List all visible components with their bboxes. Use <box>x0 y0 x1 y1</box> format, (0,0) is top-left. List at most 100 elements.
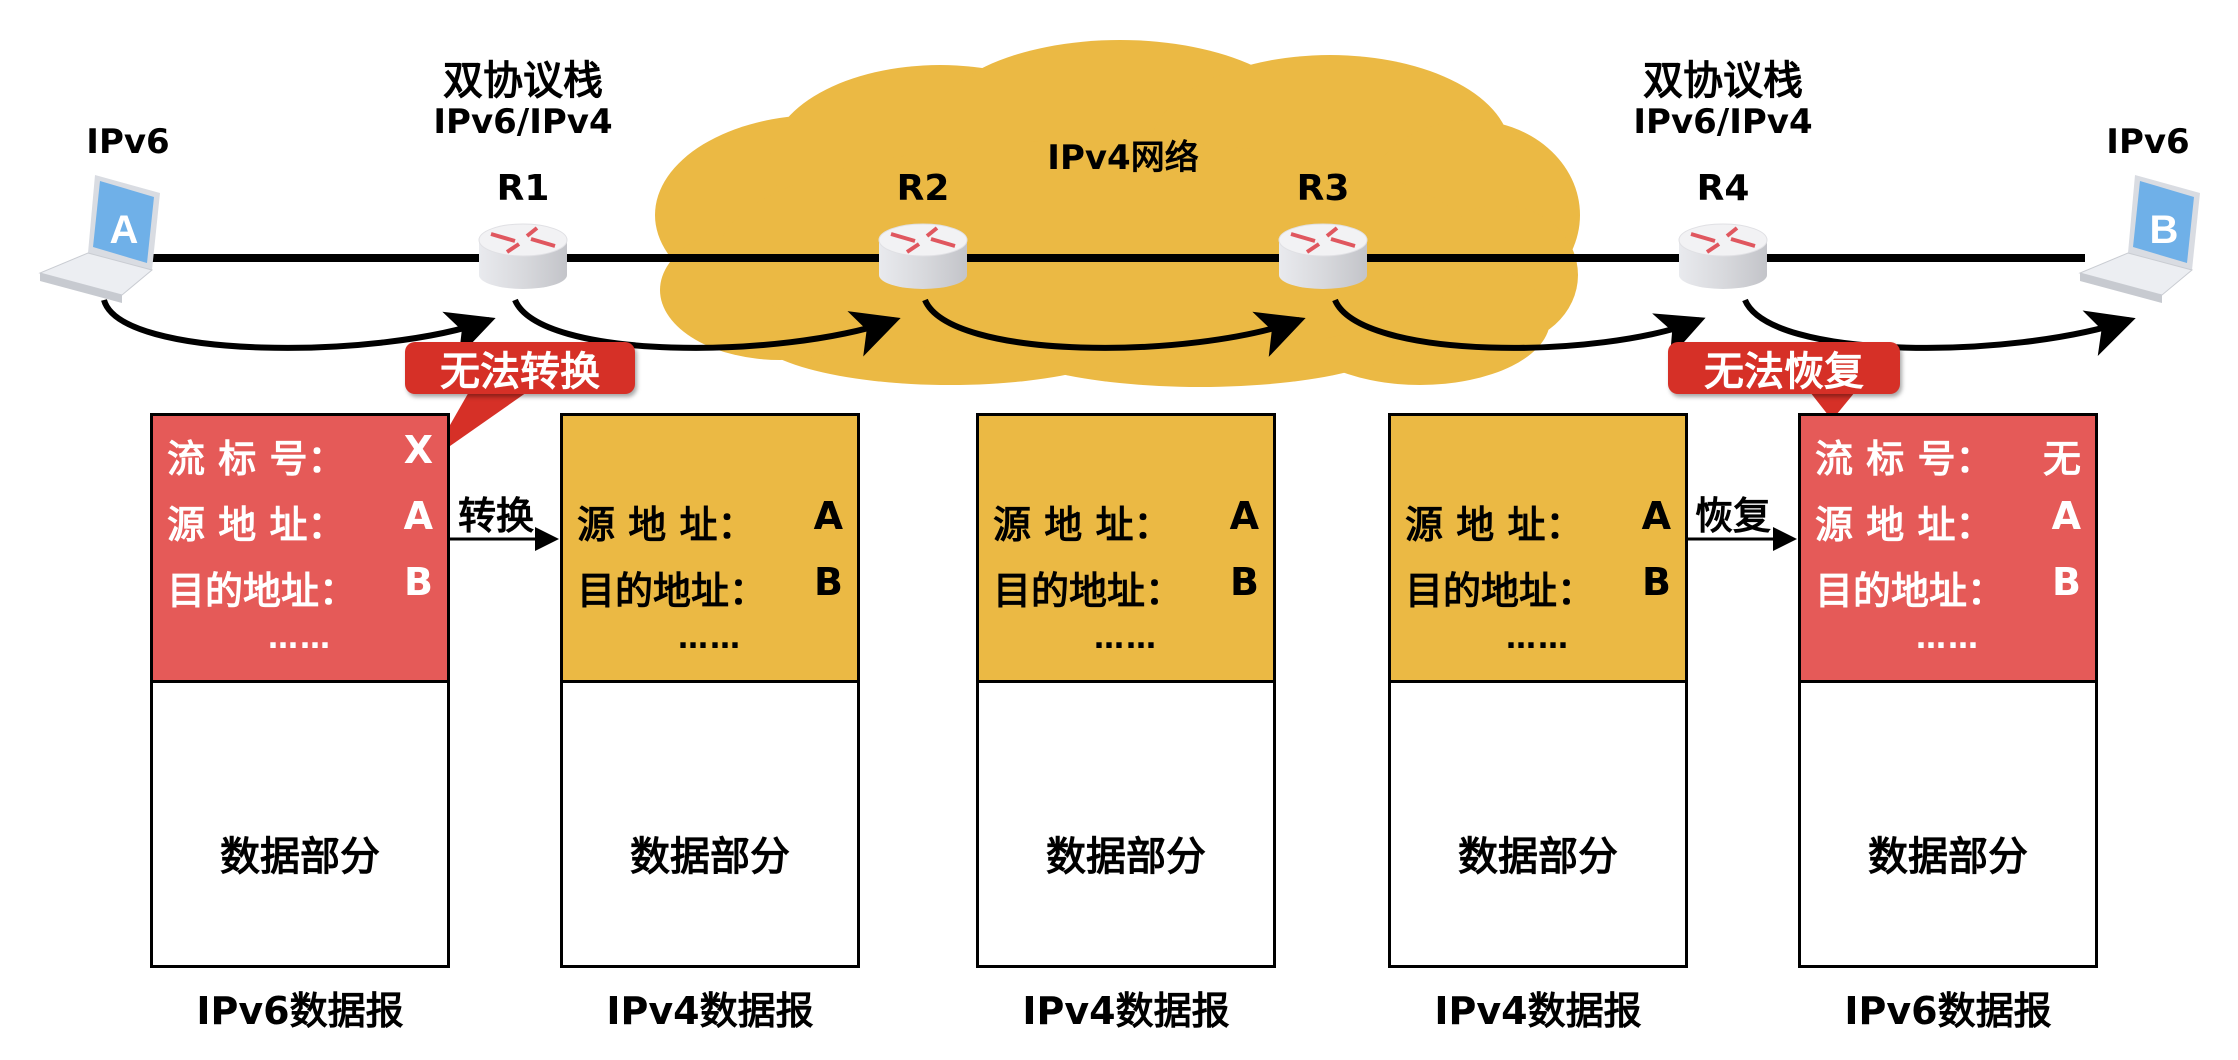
router-label-r1: R1 <box>496 168 550 209</box>
callout-tail-restore <box>1810 392 1855 420</box>
ipv4-network-cloud <box>655 40 1580 387</box>
field-value: A <box>1229 494 1259 538</box>
router-arrow-glyph <box>1725 226 1739 238</box>
host-a-protocol-label: IPv6 <box>86 122 170 162</box>
ipv4-header: 源 地 址：A 目的地址： B …… <box>1391 416 1685 683</box>
host-name: B <box>2150 208 2179 252</box>
router-arrow-glyph <box>1325 226 1339 238</box>
field-value: A <box>813 494 843 538</box>
data-part-label: 数据部分 <box>1458 834 1618 880</box>
router-arrow-glyph <box>1730 237 1756 248</box>
router-arrow-glyph <box>1290 232 1316 243</box>
header-field: 源 地 址：A <box>1405 494 1671 549</box>
hop-arrows <box>101 298 2136 358</box>
field-key: 源 地 址： <box>1815 503 1994 547</box>
router-label-r4: R4 <box>1696 168 1750 209</box>
field-value: B <box>1230 560 1259 604</box>
field-key: 目的地址： <box>167 569 358 613</box>
router-arrow-glyph <box>1330 237 1356 248</box>
ipv4-header: 源 地 址： A 目的地址： B …… <box>563 416 857 683</box>
convert-label: 转换 <box>458 494 535 538</box>
header-field: 目的地址： B <box>167 560 433 615</box>
ellipsis: …… <box>1506 621 1570 656</box>
field-key: 目的地址： <box>1405 569 1596 613</box>
header-field: 目的地址： B <box>1405 560 1671 615</box>
field-key: 源 地 址： <box>167 503 346 547</box>
laptop-icon: B <box>2078 175 2200 303</box>
field-value: B <box>814 560 843 604</box>
ipv4-header: 源 地 址：A 目的地址： B …… <box>979 416 1273 683</box>
router-label-r3: R3 <box>1296 168 1350 209</box>
header-field: 目的地址：B <box>1815 560 2081 615</box>
restore-label: 恢复 <box>1695 494 1772 538</box>
header-field: 流 标 号： 无 <box>1815 428 2081 483</box>
ellipsis: …… <box>678 621 742 656</box>
header-field: 源 地 址： A <box>1815 494 2081 549</box>
field-value: X <box>403 428 433 472</box>
ipv6-header: 流 标 号： X 源 地 址：A 目的地址： B …… <box>153 416 447 683</box>
ipv4-network-label: IPv4网络 <box>1047 138 1199 178</box>
field-key: 源 地 址： <box>1405 503 1584 547</box>
datagram-5: 流 标 号： 无源 地 址： A 目的地址：B …… 数据部分 <box>1798 413 2098 968</box>
router-arrow-glyph <box>890 232 916 243</box>
callout-tail-convert <box>430 390 530 460</box>
host-name: A <box>110 208 139 252</box>
laptop-icon: A <box>38 175 160 303</box>
hop-arrow-r2-r3 <box>922 298 1306 357</box>
hop-arrow-a-r1 <box>101 298 496 357</box>
header-field: 目的地址： B <box>577 560 843 615</box>
datagram-4: 源 地 址：A 目的地址： B …… 数据部分 <box>1388 413 1688 968</box>
router-label-r2: R2 <box>896 168 950 209</box>
dual-stack-subtitle-r1: IPv6/IPv4 <box>433 102 613 142</box>
hop-arrow-r1-r2 <box>512 298 901 357</box>
router-icon <box>1278 223 1368 289</box>
field-value: B <box>1642 560 1671 604</box>
field-key: 流 标 号： <box>1815 437 1994 481</box>
router-icon <box>878 223 968 289</box>
data-part-label: 数据部分 <box>1868 834 2028 880</box>
field-key: 目的地址： <box>993 569 1184 613</box>
field-value: A <box>2051 494 2081 538</box>
router-arrow-glyph <box>930 237 956 248</box>
ellipsis: …… <box>1094 621 1158 656</box>
dual-stack-title-r4: 双协议栈 <box>1643 58 1803 104</box>
router-arrow-glyph <box>490 232 516 243</box>
router-arrow-glyph <box>1305 242 1321 254</box>
dual-stack-title-r1: 双协议栈 <box>443 58 603 104</box>
ipv6-header: 流 标 号： 无源 地 址： A 目的地址：B …… <box>1801 416 2095 683</box>
datagram-caption: IPv4数据报 <box>606 989 814 1033</box>
header-field: 源 地 址： A <box>577 494 843 549</box>
router-arrow-glyph <box>905 242 921 254</box>
router-arrow-glyph <box>1690 232 1716 243</box>
datagram-caption: IPv4数据报 <box>1022 989 1230 1033</box>
header-field: 流 标 号： X <box>167 428 433 483</box>
callout-cannot-restore: 无法恢复 <box>1668 342 1900 395</box>
callout-cannot-convert: 无法转换 <box>405 342 635 395</box>
datagram-caption: IPv6数据报 <box>1844 989 2052 1033</box>
field-key: 流 标 号： <box>167 437 346 481</box>
router-arrow-glyph <box>505 242 521 254</box>
router-icon <box>1678 223 1768 289</box>
field-key: 源 地 址： <box>577 503 756 547</box>
field-value: B <box>2052 560 2081 604</box>
header-field: 源 地 址：A <box>167 494 433 549</box>
field-value: B <box>404 560 433 604</box>
datagram-caption: IPv4数据报 <box>1434 989 1642 1033</box>
field-value: 无 <box>2042 437 2081 481</box>
router-arrow-glyph <box>525 226 539 238</box>
router-arrow-glyph <box>925 226 939 238</box>
field-key: 目的地址： <box>577 569 768 613</box>
hop-arrow-r3-r4 <box>1332 298 1706 358</box>
datagram-3: 源 地 址：A 目的地址： B …… 数据部分 <box>976 413 1276 968</box>
data-part-label: 数据部分 <box>1046 834 1206 880</box>
dual-stack-subtitle-r4: IPv6/IPv4 <box>1633 102 1813 142</box>
hop-arrow-r4-b <box>1742 298 2136 357</box>
header-field: 源 地 址：A <box>993 494 1259 549</box>
ellipsis: …… <box>268 621 332 656</box>
datagram-caption: IPv6数据报 <box>196 989 404 1033</box>
ellipsis: …… <box>1916 621 1980 656</box>
header-field: 目的地址： B <box>993 560 1259 615</box>
